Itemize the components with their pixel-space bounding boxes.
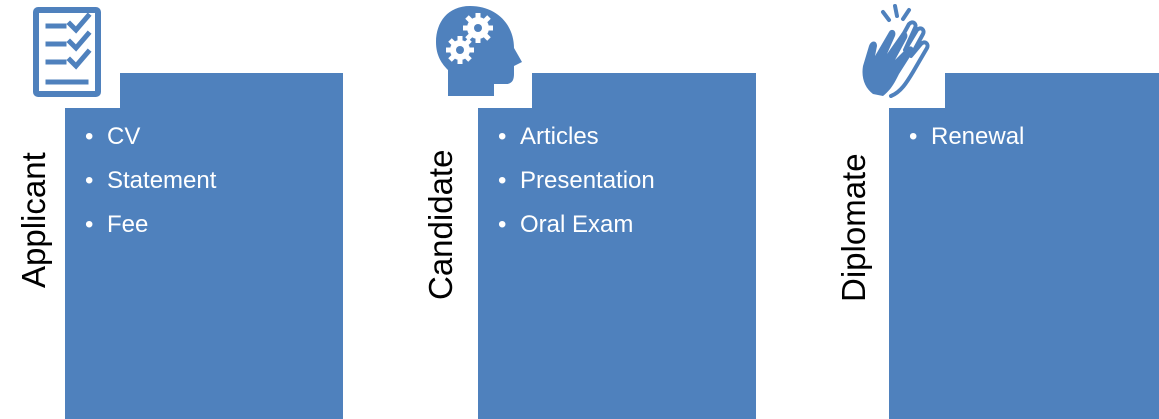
item-list: •CV •Statement •Fee [85, 125, 216, 257]
clapping-hands-icon [862, 4, 930, 98]
head-gears-icon [436, 6, 522, 96]
stage-label: Candidate [422, 149, 459, 300]
list-item: •Oral Exam [498, 211, 634, 238]
stage-card: •CV •Statement •Fee [65, 73, 343, 419]
item-list: •Renewal [909, 125, 1024, 169]
checklist-icon [33, 7, 101, 97]
item-list: •Articles •Presentation •Oral Exam [498, 125, 655, 257]
list-item: •CV [85, 123, 141, 150]
icon-tile [837, 0, 945, 108]
list-item: •Renewal [909, 123, 1025, 150]
list-item: •Fee [85, 211, 149, 238]
list-item: •Statement [85, 167, 217, 194]
stage-applicant: •CV •Statement •Fee Applicant [0, 0, 390, 419]
stage-card: •Renewal [889, 73, 1159, 419]
stage-label: Applicant [15, 152, 52, 288]
icon-tile [12, 0, 120, 108]
icon-tile [424, 0, 532, 108]
stage-label: Diplomate [835, 153, 872, 302]
stage-card: •Articles •Presentation •Oral Exam [478, 73, 756, 419]
stage-diplomate: •Renewal Diplomate [825, 0, 1159, 419]
list-item: •Presentation [498, 167, 655, 194]
stage-candidate: •Articles •Presentation •Oral Exam [412, 0, 812, 419]
list-item: •Articles [498, 123, 599, 150]
